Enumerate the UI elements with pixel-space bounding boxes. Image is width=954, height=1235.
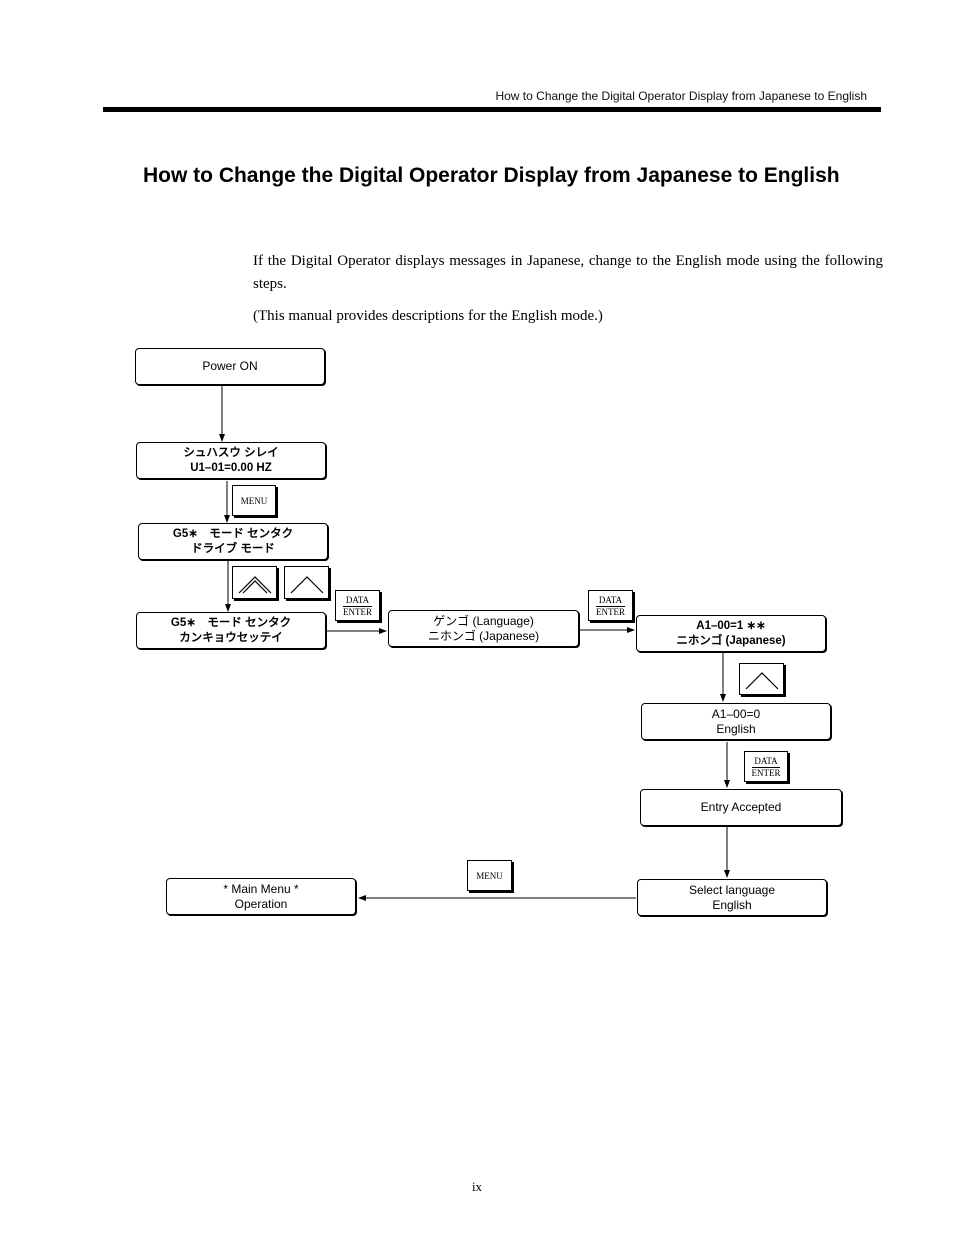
enter-key-label: ENTER bbox=[596, 607, 625, 617]
a1-japanese-line-1: A1–00=1 ∗∗ bbox=[696, 619, 766, 632]
page-title: How to Change the Digital Operator Displ… bbox=[143, 164, 840, 187]
menu-key[interactable]: MENU bbox=[467, 860, 512, 891]
intro-paragraph: If the Digital Operator displays message… bbox=[253, 253, 883, 292]
enter-key-label: ENTER bbox=[343, 607, 372, 617]
up-key[interactable] bbox=[739, 663, 784, 695]
language-line-2: ニホンゴ (Japanese) bbox=[427, 628, 540, 643]
drive-mode-line-1: G5∗ モード センタク bbox=[172, 527, 294, 540]
intro-note: (This manual provides descriptions for t… bbox=[253, 308, 603, 324]
monitor-line-2: U1–01=0.00 HZ bbox=[190, 461, 272, 474]
menu-key[interactable]: MENU bbox=[232, 485, 276, 516]
data-enter-key[interactable]: DATA ENTER bbox=[335, 590, 380, 621]
data-enter-key[interactable]: DATA ENTER bbox=[588, 590, 633, 621]
data-key-label: DATA bbox=[345, 595, 370, 605]
data-key-label: DATA bbox=[754, 756, 778, 766]
a1-english-display-box: A1–00=0 English bbox=[641, 703, 831, 740]
main-menu-line-1: * Main Menu * bbox=[223, 881, 299, 896]
settings-line-1: G5∗ モード センタク bbox=[170, 616, 292, 629]
drive-mode-display-box: G5∗ モード センタク ドライブ モード bbox=[138, 523, 328, 560]
a1-japanese-line-2: ニホンゴ (Japanese) bbox=[676, 634, 786, 647]
a1-english-line-2: English bbox=[716, 721, 756, 736]
select-language-box: Select language English bbox=[637, 879, 827, 916]
menu-key-label: MENU bbox=[240, 495, 268, 506]
data-enter-key[interactable]: DATA ENTER bbox=[744, 751, 788, 782]
enter-key-label: ENTER bbox=[751, 768, 781, 778]
settings-mode-display-box: G5∗ モード センタク カンキョウセッテイ bbox=[136, 612, 326, 649]
a1-japanese-display-box: A1–00=1 ∗∗ ニホンゴ (Japanese) bbox=[636, 615, 826, 652]
data-key-label: DATA bbox=[598, 595, 623, 605]
double-up-key[interactable] bbox=[232, 566, 277, 599]
entry-accepted-label: Entry Accepted bbox=[700, 800, 782, 814]
settings-line-2: カンキョウセッテイ bbox=[179, 631, 283, 644]
monitor-display-box: シュハスウ シレイ U1–01=0.00 HZ bbox=[136, 442, 326, 479]
header-rule bbox=[103, 107, 881, 112]
monitor-line-1: シュハスウ シレイ bbox=[183, 446, 279, 459]
power-on-box: Power ON bbox=[135, 348, 325, 385]
page-number: ix bbox=[471, 1179, 483, 1194]
double-up-arrow-icon bbox=[238, 576, 272, 594]
a1-english-line-1: A1–00=0 bbox=[711, 706, 761, 721]
select-language-line-1: Select language bbox=[688, 882, 776, 897]
up-arrow-icon bbox=[745, 672, 779, 690]
main-menu-box: * Main Menu * Operation bbox=[166, 878, 356, 915]
menu-key-label: MENU bbox=[476, 870, 503, 881]
entry-accepted-box: Entry Accepted bbox=[640, 789, 842, 826]
main-menu-line-2: Operation bbox=[234, 896, 288, 911]
up-arrow-icon bbox=[290, 576, 324, 594]
language-line-1: ゲンゴ (Language) bbox=[433, 613, 534, 628]
up-key[interactable] bbox=[284, 566, 329, 599]
power-on-label: Power ON bbox=[202, 359, 258, 373]
running-header: How to Change the Digital Operator Displ… bbox=[495, 89, 867, 103]
drive-mode-line-2: ドライブ モード bbox=[191, 542, 275, 555]
select-language-line-2: English bbox=[712, 897, 752, 912]
language-display-box: ゲンゴ (Language) ニホンゴ (Japanese) bbox=[388, 610, 579, 647]
